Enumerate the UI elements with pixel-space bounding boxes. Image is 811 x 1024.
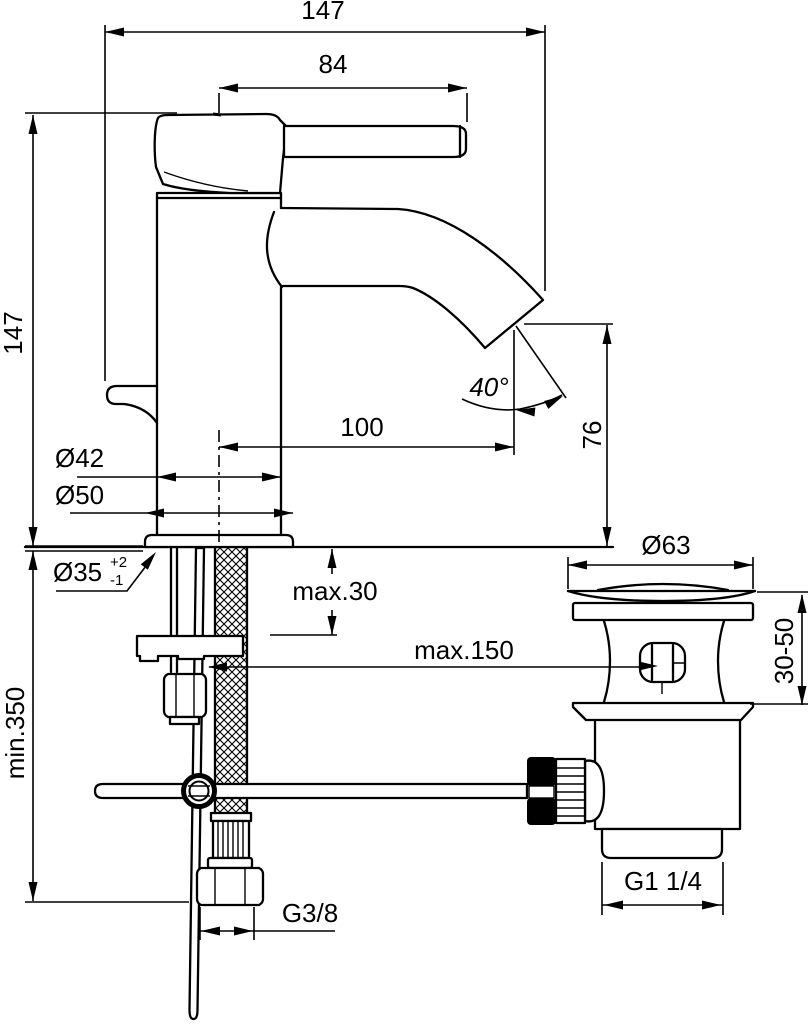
waste-lower-flange bbox=[571, 701, 755, 722]
dim-label-spout-angle: 40° bbox=[469, 372, 508, 402]
waste-thread bbox=[600, 827, 724, 860]
pull-rod-back-knob bbox=[105, 384, 159, 425]
dim-label-hole-tol-lower: -1 bbox=[110, 572, 123, 589]
dim-label-spout-reach: 100 bbox=[340, 412, 383, 442]
dim-spout-angle: 40° bbox=[461, 325, 567, 417]
dim-base-diameter: Ø50 bbox=[55, 480, 293, 518]
dim-min-hose-length: min.350 bbox=[0, 550, 189, 903]
dim-label-waste-deck-range: 30-50 bbox=[769, 618, 799, 685]
mounting-nut bbox=[162, 672, 208, 726]
dim-label-base-diameter: Ø50 bbox=[55, 480, 104, 510]
dim-supply-connection: G3/8 bbox=[199, 898, 338, 940]
dim-label-max-waste-distance: max.150 bbox=[414, 635, 514, 665]
hose-end-fitting bbox=[206, 811, 254, 870]
dim-label-waste-flange-diameter: Ø63 bbox=[641, 530, 690, 560]
dim-label-lever-length: 84 bbox=[319, 49, 348, 79]
dim-label-body-height: 147 bbox=[0, 311, 28, 354]
dim-label-waste-connection: G1 1/4 bbox=[624, 866, 702, 896]
waste-ball-joint bbox=[527, 757, 606, 825]
handle-lever bbox=[282, 124, 468, 159]
supply-nut bbox=[195, 866, 265, 907]
dim-mounting-hole: Ø35 +2 -1 bbox=[53, 552, 156, 592]
waste-overflow-window bbox=[638, 641, 687, 694]
dim-waste-deck-range: 30-50 bbox=[750, 591, 808, 705]
dim-lever-length: 84 bbox=[218, 49, 468, 122]
rod-clamp-knob bbox=[181, 773, 217, 809]
dim-label-mounting-hole: Ø35 bbox=[53, 557, 102, 587]
dim-overall-depth: 147 bbox=[104, 0, 546, 381]
dim-waste-connection: G1 1/4 bbox=[601, 862, 724, 915]
waste-top-flange bbox=[571, 601, 755, 622]
faucet-spout bbox=[265, 206, 545, 350]
dim-label-body-diameter: Ø42 bbox=[55, 443, 104, 473]
faucet-handle bbox=[153, 112, 468, 195]
dim-waste-flange-diameter: Ø63 bbox=[567, 530, 754, 589]
dim-label-max-deck-thickness: max.30 bbox=[292, 576, 377, 606]
dim-max-deck-thickness: max.30 bbox=[270, 549, 378, 636]
pop-up-horizontal-rod bbox=[93, 782, 529, 800]
arrowhead bbox=[526, 27, 545, 37]
dim-body-height: 147 bbox=[0, 112, 177, 547]
dim-label-hole-tol-upper: +2 bbox=[110, 554, 127, 571]
dim-label-supply-connection: G3/8 bbox=[282, 898, 338, 928]
dim-body-diameter: Ø42 bbox=[55, 443, 281, 482]
dim-label-spout-height: 76 bbox=[577, 421, 607, 450]
arrowhead bbox=[105, 27, 124, 37]
dim-max-waste-distance: max.150 bbox=[208, 635, 658, 672]
dim-label-min-hose-length: min.350 bbox=[0, 687, 30, 780]
waste-body bbox=[571, 601, 755, 704]
waste-plug bbox=[566, 582, 757, 603]
dim-label-overall-depth: 147 bbox=[301, 0, 344, 25]
waste-lower-body bbox=[593, 718, 742, 860]
supply-hose bbox=[213, 546, 249, 815]
dim-spout-reach: 100 bbox=[218, 330, 515, 542]
dim-spout-height: 76 bbox=[524, 323, 613, 546]
mounting-bracket bbox=[135, 634, 245, 663]
